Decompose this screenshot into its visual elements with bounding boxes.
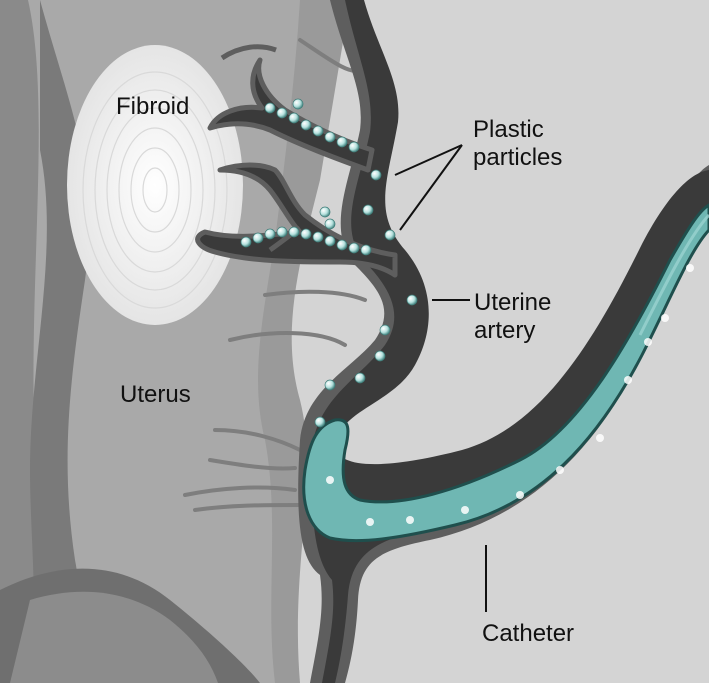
leader-plastic-2 — [399, 144, 463, 231]
cervix-highlight — [10, 591, 218, 683]
leader-lines — [394, 144, 487, 612]
label-uterus: Uterus — [120, 381, 191, 408]
label-plastic-line1: Plastic — [473, 116, 544, 143]
fibroid-mass — [67, 45, 243, 325]
catheter-inner-stripe — [638, 213, 709, 336]
leader-plastic-1 — [394, 144, 463, 176]
fibroid-rings — [82, 71, 228, 309]
catheter-body — [302, 203, 709, 543]
label-fibroid: Fibroid — [116, 93, 190, 120]
label-catheter: Catheter — [482, 620, 575, 647]
minor-vessels — [183, 38, 367, 512]
label-uterine-artery: Uterine artery — [474, 289, 551, 345]
label-plastic-line2: particles — [473, 144, 563, 171]
label-uterine-line1: Uterine — [474, 289, 552, 316]
plastic-particles — [240, 98, 418, 428]
catheter-particles — [326, 264, 694, 526]
label-uterine-line2: artery — [474, 317, 536, 344]
label-plastic-particles: Plastic particles — [473, 116, 562, 172]
